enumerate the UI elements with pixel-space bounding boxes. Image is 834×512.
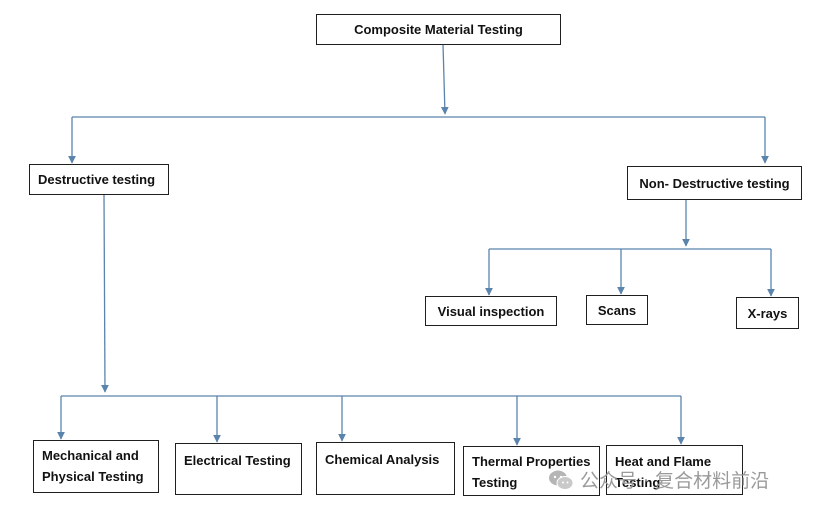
visual-inspection-label: Visual inspection <box>437 303 545 319</box>
electrical-testing-label: Electrical Testing <box>184 453 291 468</box>
mechanical-physical-node: Mechanical and Physical Testing <box>33 440 159 493</box>
heat-flame-node: Heat and Flame Testing <box>606 445 743 495</box>
scans-label: Scans <box>597 302 637 318</box>
scans-node: Scans <box>586 295 648 325</box>
heat-flame-label: Heat and Flame Testing <box>615 454 712 490</box>
watermark-text: 公众号 · 复合材料前沿 <box>580 470 770 492</box>
non-destructive-node-label: Non- Destructive testing <box>639 175 790 191</box>
destructive-node: Destructive testing <box>29 164 169 195</box>
xrays-node: X-rays <box>736 297 799 329</box>
connector-root-down <box>440 43 449 115</box>
xrays-label: X-rays <box>747 305 788 321</box>
watermark: 公众号 · 复合材料前沿 <box>548 466 769 493</box>
visual-inspection-node: Visual inspection <box>425 296 557 326</box>
thermal-properties-label: Thermal Properties Testing <box>472 454 591 490</box>
root-node: Composite Material Testing <box>316 14 561 45</box>
destructive-node-label: Destructive testing <box>38 172 156 187</box>
wechat-icon <box>549 470 574 490</box>
electrical-testing-node: Electrical Testing <box>175 443 302 495</box>
connector-d-down <box>101 194 109 393</box>
non-destructive-node: Non- Destructive testing <box>627 166 802 200</box>
chemical-analysis-label: Chemical Analysis <box>325 452 440 467</box>
chemical-analysis-node: Chemical Analysis <box>316 442 455 495</box>
root-node-label: Composite Material Testing <box>354 22 523 37</box>
thermal-properties-node: Thermal Properties Testing <box>463 446 600 496</box>
mechanical-physical-label: Mechanical and Physical Testing <box>42 448 144 484</box>
